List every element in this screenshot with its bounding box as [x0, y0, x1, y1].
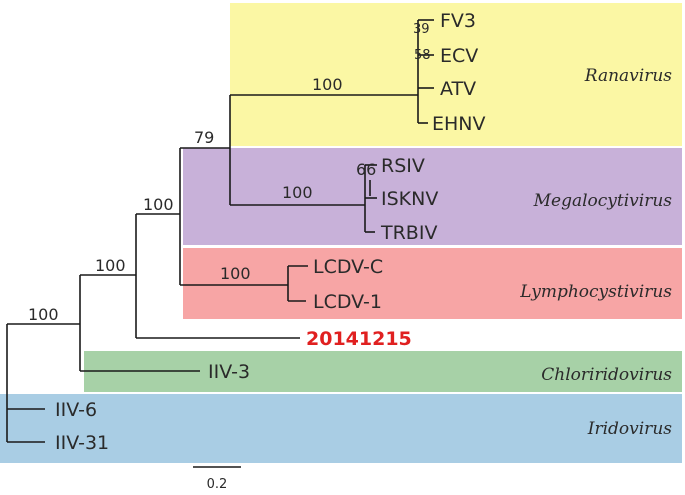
tree-branches [6, 19, 434, 443]
genus-label-lymphocystivirus: Lymphocystivirus [519, 282, 672, 302]
taxon-label-lcdv-c: LCDV-C [313, 256, 383, 278]
genus-label-ranavirus: Ranavirus [584, 66, 673, 86]
bootstrap-ranavirus-clade: 100 [312, 75, 343, 94]
bootstrap-ran-meg-lym-node: 100 [143, 195, 174, 214]
taxon-label-iiv31: IIV-31 [55, 432, 109, 454]
taxon-label-rsiv: RSIV [381, 155, 425, 177]
taxon-label-iiv3: IIV-3 [208, 361, 250, 383]
lymphocystivirus-box [183, 248, 682, 319]
iridovirus-box [0, 394, 682, 463]
bootstrap-rsiv-node: 66 [356, 160, 376, 179]
bootstrap-megalocytivirus-clade: 100 [282, 183, 313, 202]
taxon-label-ecv: ECV [440, 45, 478, 67]
bootstrap-fv3-node: 39 [413, 22, 430, 37]
genus-label-megalocytivirus: Megalocytivirus [533, 191, 673, 211]
taxon-label-ehnv: EHNV [432, 113, 486, 135]
ranavirus-box [230, 3, 682, 146]
bootstrap-lymphocystivirus-clade: 100 [220, 264, 251, 283]
taxon-label-isknv: ISKNV [381, 188, 438, 210]
taxon-label-trbiv: TRBIV [380, 222, 437, 244]
taxon-label-query: 20141215 [306, 328, 412, 350]
megalocytivirus-box [183, 148, 682, 245]
scale-bar-label: 0.2 [207, 477, 228, 492]
genus-label-chloriridovirus: Chloriridovirus [541, 365, 672, 385]
taxon-label-atv: ATV [440, 78, 476, 100]
bootstrap-root-node: 100 [28, 305, 59, 324]
bootstrap-ecv-node: 58 [414, 48, 431, 63]
bootstrap-with-query-node: 100 [95, 256, 126, 275]
taxon-label-fv3: FV3 [440, 10, 476, 32]
genus-label-iridovirus: Iridovirus [587, 419, 673, 439]
taxon-label-iiv6: IIV-6 [55, 399, 97, 421]
bootstrap-ran-meg-node: 79 [194, 128, 214, 147]
taxon-label-lcdv-1: LCDV-1 [313, 291, 382, 313]
